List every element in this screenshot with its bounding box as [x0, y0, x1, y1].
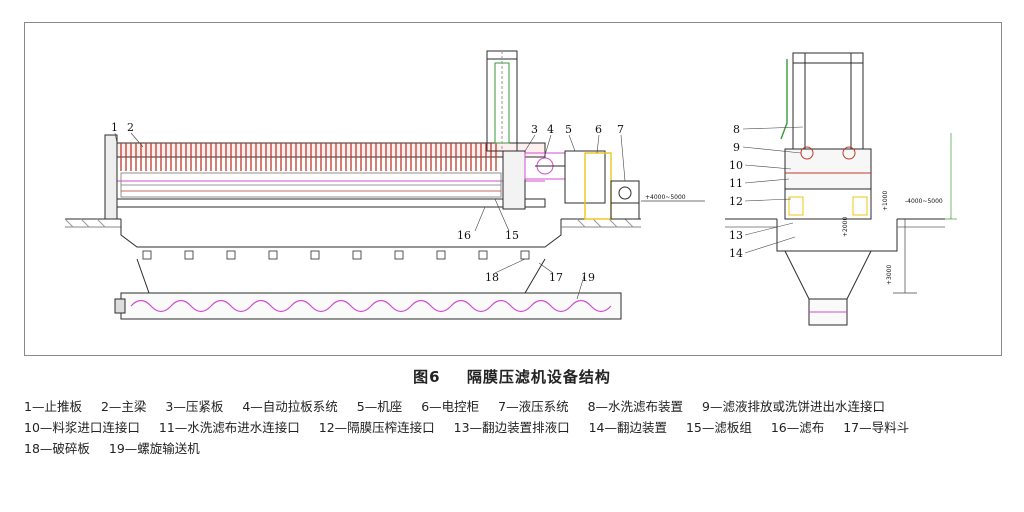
dimension-h1: +1000 — [882, 191, 889, 211]
drawing-frame: 1 2 3 4 5 6 7 16 15 18 17 19 — [24, 22, 1002, 356]
legend-item: 9—滤液排放或洗饼进出水连接口 — [702, 399, 885, 414]
main-beam — [104, 142, 546, 208]
legend-item: 13—翻边装置排液口 — [453, 420, 570, 435]
pressing-plate — [502, 150, 526, 210]
callout-16: 16 — [457, 229, 471, 242]
callout-12: 12 — [729, 195, 743, 208]
legend-item: 11—水洗滤布进水连接口 — [158, 420, 300, 435]
legend-row-2: 10—料浆进口连接口 11—水洗滤布进水连接口 12—隔膜压榨连接口 13—翻边… — [24, 417, 1014, 438]
lower-plate-pack — [120, 172, 502, 198]
end-hopper — [784, 250, 872, 326]
callout-13: 13 — [729, 229, 743, 242]
side-view — [64, 50, 705, 320]
screw-conveyor — [114, 292, 622, 320]
callout-1: 1 — [111, 121, 118, 134]
legend-item: 19—螺旋输送机 — [108, 441, 200, 456]
legend-item: 15—滤板组 — [685, 420, 752, 435]
thrust-plate — [104, 134, 118, 220]
filter-plate-pack — [120, 143, 497, 171]
legend-item: 8—水洗滤布装置 — [587, 399, 684, 414]
dimension-right-range: -4000~5000 — [905, 198, 943, 205]
figure-caption: 图6 隔膜压滤机设备结构 — [0, 366, 1024, 387]
pit-supports — [142, 250, 530, 260]
legend-row-1: 1—止推板 2—主梁 3—压紧板 4—自动拉板系统 5—机座 6—电控柜 7—液… — [24, 396, 1014, 417]
legend-item: 12—隔膜压榨连接口 — [318, 420, 435, 435]
legend-item: 3—压紧板 — [165, 399, 224, 414]
callout-leaders-left — [114, 132, 626, 300]
dimension-h2: +2000 — [842, 217, 849, 237]
dimension-h3: +3000 — [886, 265, 893, 285]
callout-9: 9 — [733, 141, 740, 154]
legend-item: 14—翻边装置 — [588, 420, 667, 435]
legend-item: 6—电控柜 — [421, 399, 480, 414]
legend-item: 16—滤布 — [770, 420, 825, 435]
callout-5: 5 — [565, 123, 572, 136]
legend-item: 17—导料斗 — [843, 420, 910, 435]
callout-11: 11 — [729, 177, 743, 190]
figure-number: 图6 — [413, 368, 441, 386]
ground-pit — [64, 218, 641, 248]
callout-18: 18 — [485, 271, 499, 284]
legend-item: 7—液压系统 — [498, 399, 569, 414]
drawing-canvas: 1 2 3 4 5 6 7 16 15 18 17 19 — [64, 50, 957, 326]
callouts-right: 8 9 10 11 12 13 14 — [729, 123, 743, 260]
hydraulic-system — [610, 180, 640, 220]
end-dim-lines — [893, 133, 957, 294]
end-ground-pit — [725, 218, 945, 252]
legend-item: 5—机座 — [356, 399, 403, 414]
legend-item: 4—自动拉板系统 — [242, 399, 338, 414]
legend-item: 10—料浆进口连接口 — [24, 420, 140, 435]
control-cabinet — [584, 152, 612, 220]
dimension-left-range: +4000~5000 — [645, 194, 686, 201]
lift-tower — [486, 50, 518, 152]
legend: 1—止推板 2—主梁 3—压紧板 4—自动拉板系统 5—机座 6—电控柜 7—液… — [24, 396, 1014, 459]
callout-3: 3 — [531, 123, 538, 136]
figure-title: 隔膜压滤机设备结构 — [466, 368, 611, 386]
legend-row-3: 18—破碎板 19—螺旋输送机 — [24, 438, 1014, 459]
legend-item: 1—止推板 — [24, 399, 82, 414]
guide-hopper — [136, 258, 546, 294]
legend-item: 2—主梁 — [100, 399, 147, 414]
callout-leaders-right — [742, 126, 804, 254]
callout-6: 6 — [595, 123, 602, 136]
callout-19: 19 — [581, 271, 595, 284]
callouts-left: 1 2 3 4 5 6 7 16 15 18 17 19 — [111, 121, 624, 284]
callout-8: 8 — [733, 123, 740, 136]
callout-15: 15 — [505, 229, 519, 242]
legend-item: 18—破碎板 — [24, 441, 90, 456]
callout-7: 7 — [617, 123, 624, 136]
callout-14: 14 — [729, 247, 743, 260]
callout-2: 2 — [127, 121, 134, 134]
end-view — [725, 52, 957, 326]
callout-17: 17 — [549, 271, 563, 284]
callout-4: 4 — [547, 123, 554, 136]
callout-10: 10 — [729, 159, 743, 172]
end-frame — [780, 52, 872, 220]
